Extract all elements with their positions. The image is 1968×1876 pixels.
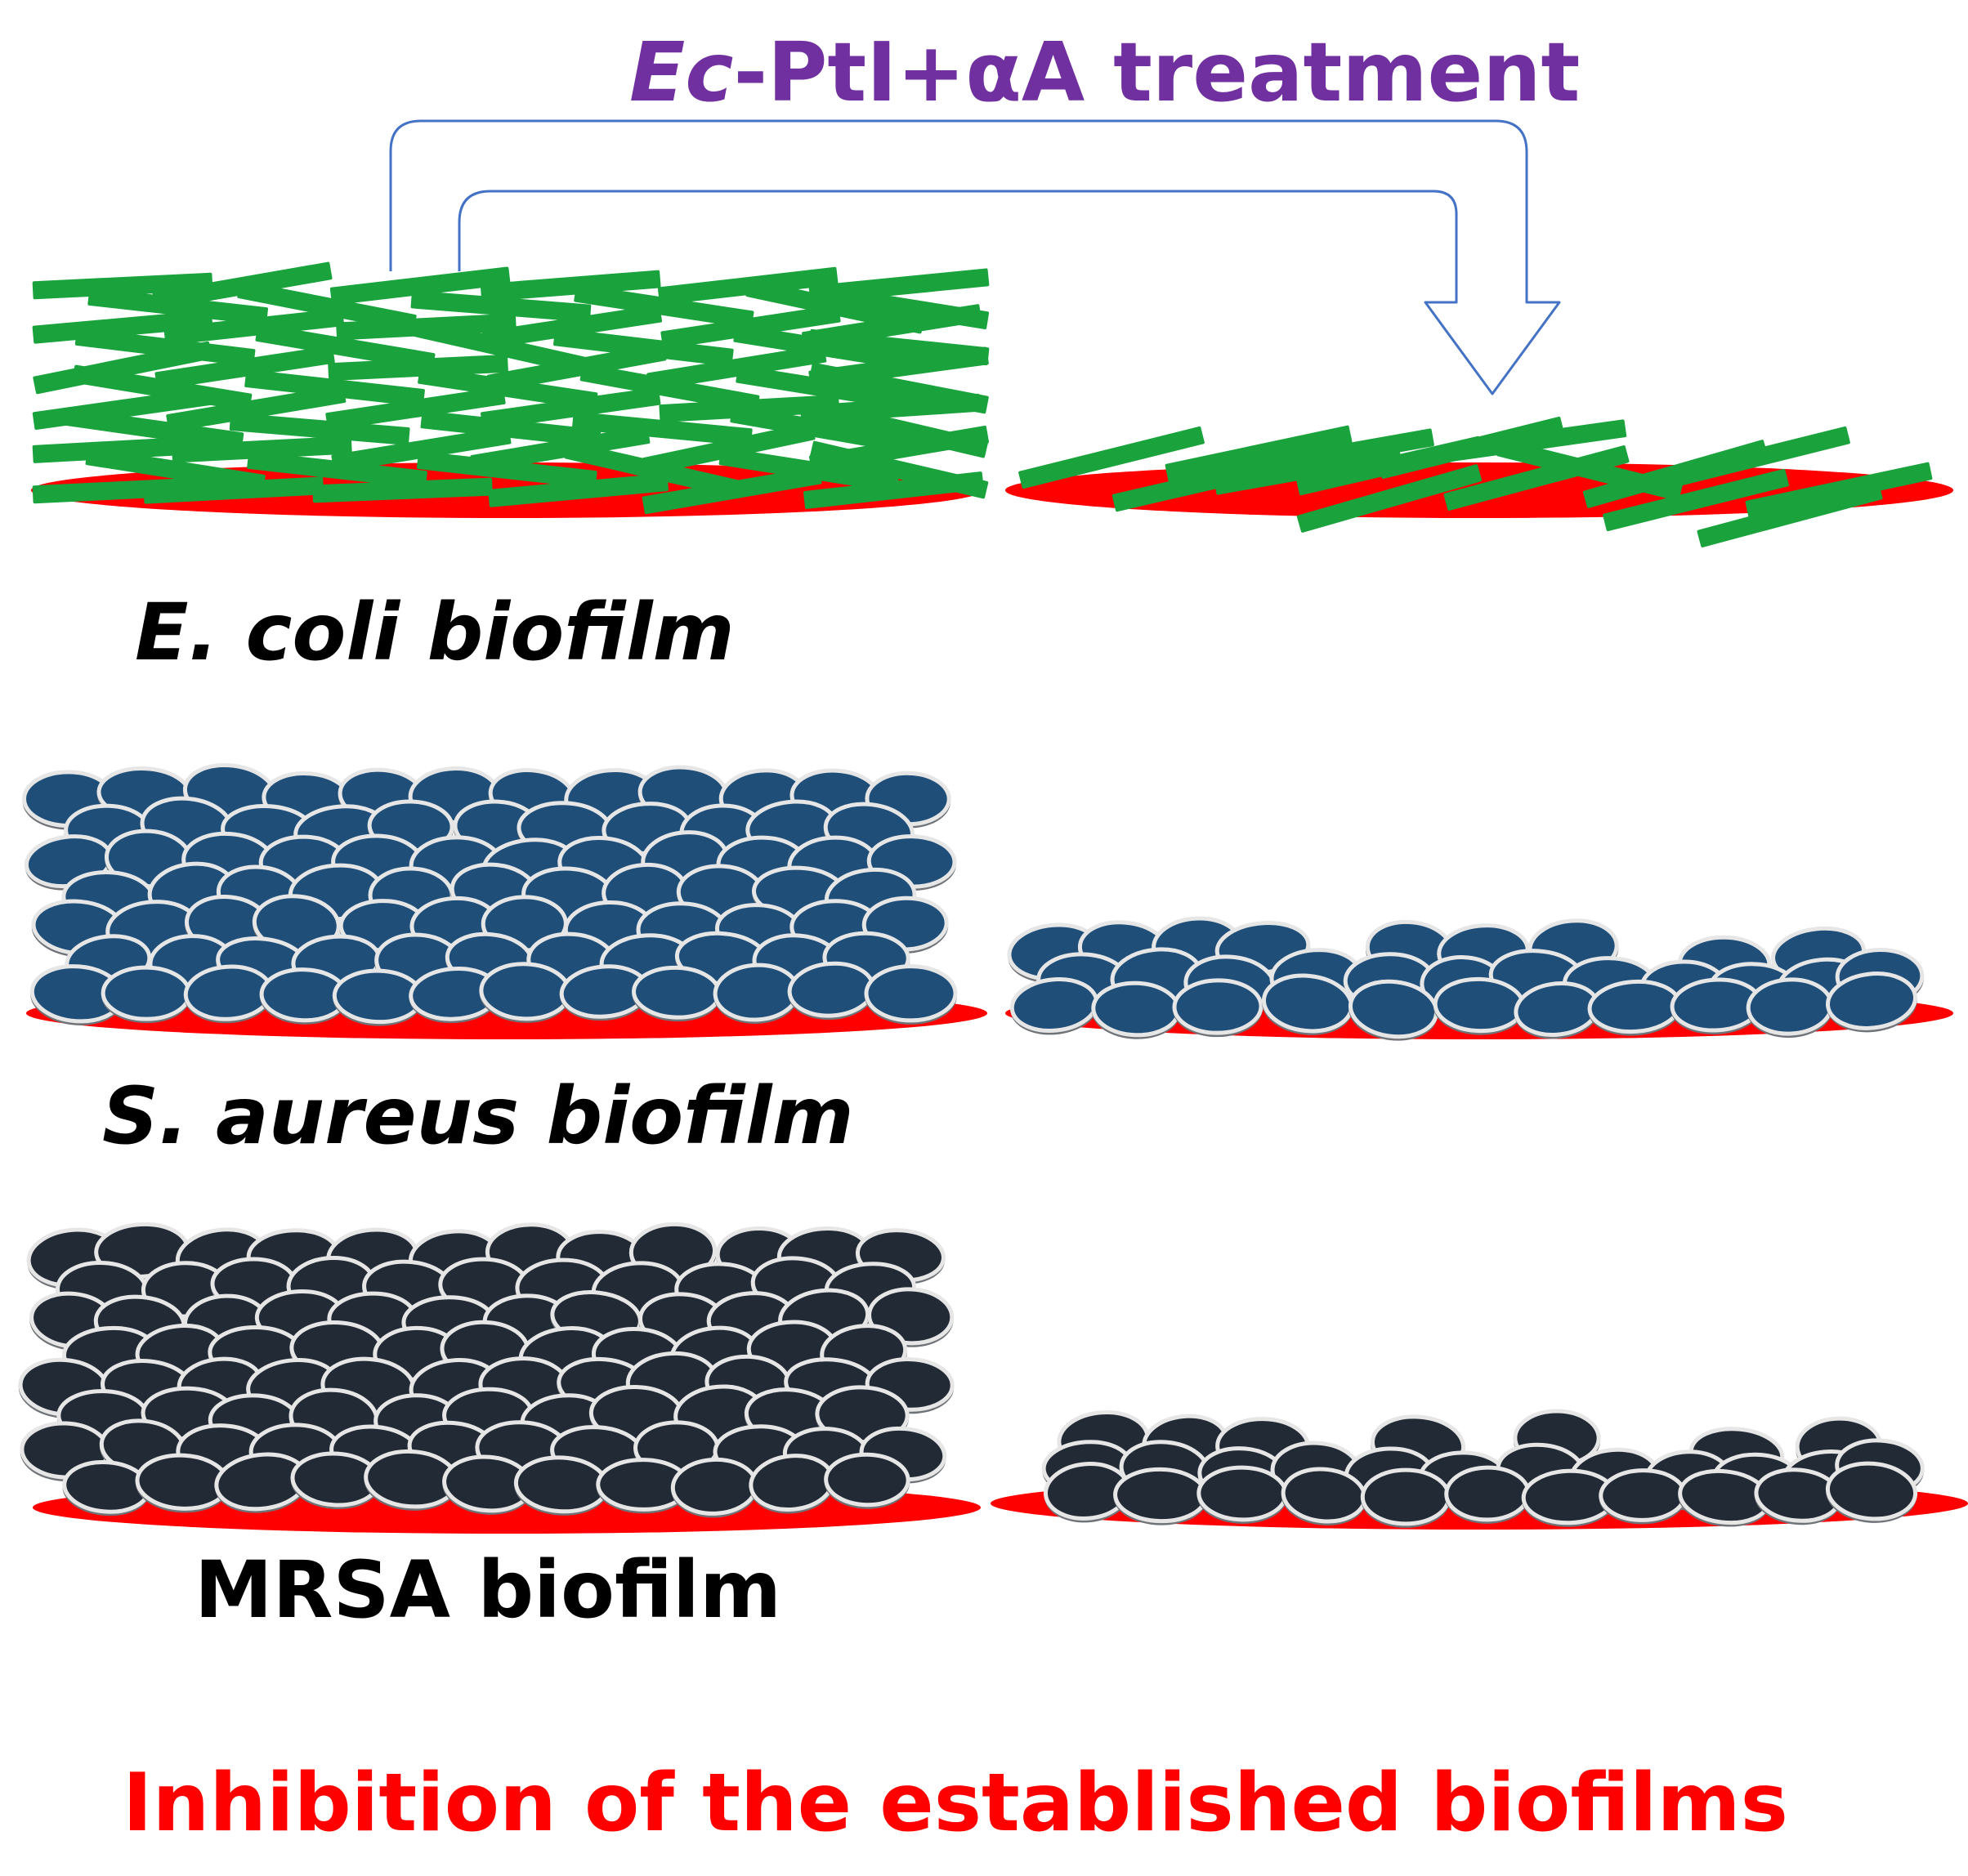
rod-cell bbox=[803, 471, 984, 509]
rod-cell bbox=[237, 280, 417, 333]
rod-cell bbox=[646, 344, 827, 391]
rod-cell bbox=[481, 386, 661, 431]
rod-cell bbox=[1745, 462, 1933, 519]
rod-cell bbox=[166, 385, 347, 432]
rod-cell bbox=[420, 410, 602, 448]
rod-cell bbox=[642, 466, 822, 515]
rod-cell bbox=[1443, 445, 1630, 511]
rod-cell bbox=[730, 404, 910, 453]
coccus-cell bbox=[1444, 1465, 1531, 1522]
ecoli-biofilm-label: E. coli biofilm bbox=[135, 587, 735, 678]
rod-cell bbox=[574, 284, 754, 329]
coccus-cell bbox=[1091, 980, 1181, 1038]
mrsa-biofilm-treated bbox=[991, 1409, 1968, 1530]
rod-cell bbox=[154, 346, 335, 390]
rod-cell bbox=[470, 426, 651, 473]
ecoli-species-name: E. coli bbox=[135, 587, 400, 678]
ecoli-biofilm-treated bbox=[1005, 416, 1953, 547]
coccus-cell bbox=[632, 965, 722, 1020]
rod-cell bbox=[255, 324, 436, 371]
coccus-cell bbox=[1172, 978, 1264, 1035]
coccus-cell bbox=[670, 1457, 758, 1516]
rod-cell bbox=[1246, 428, 1434, 479]
rod-cell bbox=[488, 473, 669, 507]
coccus-cell bbox=[1113, 1467, 1208, 1524]
rod-cell bbox=[481, 304, 663, 350]
saureus-biofilm-label: S. aureus biofilm bbox=[102, 1070, 854, 1162]
rod-cell bbox=[486, 342, 667, 393]
mrsa-biofilm-established bbox=[18, 1222, 981, 1534]
rod-cell bbox=[331, 426, 512, 473]
rod-cell bbox=[247, 451, 427, 489]
footer-caption: Inhibition of the established biofilms bbox=[123, 1757, 1788, 1850]
coccus-cell bbox=[1599, 1468, 1687, 1522]
coccus-cell bbox=[824, 1452, 910, 1508]
rod-cell bbox=[87, 287, 268, 326]
rod-cell bbox=[579, 363, 760, 413]
mrsa-biofilm-label: MRSA biofilm bbox=[195, 1544, 781, 1636]
rod-cell bbox=[571, 411, 753, 447]
rod-cell bbox=[172, 436, 352, 463]
treatment-title-rest: -PtI+αA treatment bbox=[733, 25, 1581, 120]
mrsa-label-suffix: biofilm bbox=[450, 1544, 781, 1636]
coccus-cell bbox=[479, 962, 571, 1021]
rod-cell bbox=[325, 386, 506, 431]
rod-cell bbox=[1165, 425, 1353, 482]
coccus-cell bbox=[1433, 976, 1526, 1034]
rod-cell bbox=[329, 266, 511, 306]
treatment-title: Ec-PtI+αA treatment bbox=[629, 25, 1580, 120]
coccus-cell bbox=[1196, 1465, 1288, 1522]
rod-cell bbox=[1296, 464, 1483, 533]
rod-cell bbox=[410, 290, 592, 323]
rod-cell bbox=[1018, 426, 1205, 489]
rod-cell bbox=[480, 270, 661, 302]
ecoli-biofilm-established bbox=[31, 261, 990, 518]
treatment-title-prefix: Ec bbox=[629, 25, 734, 120]
rod-cell bbox=[229, 413, 410, 445]
rod-cell bbox=[32, 436, 213, 463]
ecoli-label-suffix: biofilm bbox=[400, 587, 735, 678]
rod-cell bbox=[1603, 468, 1789, 532]
rod-cell bbox=[312, 477, 493, 503]
saureus-species-name: S. aureus bbox=[102, 1070, 520, 1162]
rod-cell bbox=[143, 476, 324, 504]
rod-cell bbox=[163, 308, 345, 346]
coccus-cell bbox=[1746, 977, 1834, 1036]
rod-cell bbox=[85, 447, 266, 493]
saureus-label-suffix: biofilm bbox=[519, 1070, 854, 1162]
curved-arrow-icon bbox=[389, 119, 1561, 395]
saureus-biofilm-treated bbox=[1005, 916, 1953, 1041]
coccus-cell bbox=[864, 964, 958, 1023]
rod-cell bbox=[736, 364, 916, 412]
mrsa-species-name: MRSA bbox=[195, 1544, 450, 1636]
rod-cell bbox=[1664, 426, 1850, 489]
coccus-cell bbox=[1825, 971, 1918, 1030]
rod-cell bbox=[1438, 419, 1627, 463]
saureus-biofilm-established bbox=[22, 763, 987, 1039]
rod-cell bbox=[412, 319, 592, 376]
rod-cell bbox=[416, 451, 597, 489]
coccus-cell bbox=[1825, 1461, 1918, 1521]
coccus-cell bbox=[1360, 1467, 1451, 1526]
rod-cell bbox=[564, 441, 744, 498]
rod-cell bbox=[418, 365, 598, 411]
coccus-cell bbox=[101, 965, 192, 1021]
